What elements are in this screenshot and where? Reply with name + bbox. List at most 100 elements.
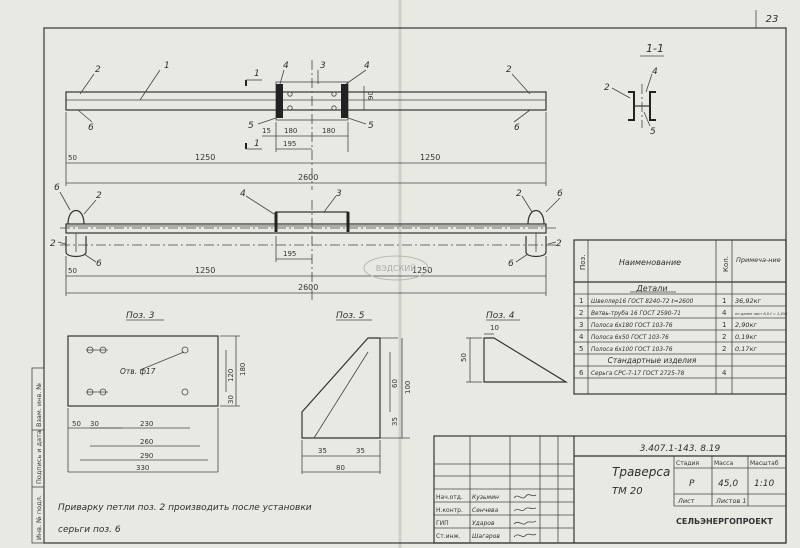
sheet-label: Лист xyxy=(677,497,695,505)
dim-330: 330 xyxy=(136,464,149,472)
side-stamp-signature: Подпись и дата xyxy=(35,430,43,484)
leader-line xyxy=(547,241,557,245)
spec-name: Полоса 6х50 ГОСТ 103-76 xyxy=(591,335,669,341)
spec-name: Серьга СРС-7-17 ГОСТ 2725-78 xyxy=(591,371,685,377)
mass-value: 45,0 xyxy=(718,479,738,489)
view-label-poz5: Поз. 5 xyxy=(336,311,365,321)
dim-35: 35 xyxy=(391,417,399,426)
callout-4: 4 xyxy=(240,189,246,199)
bolt-hole xyxy=(287,91,293,97)
spec-header-note: Примеча-ние xyxy=(736,256,781,264)
callout-2: 2 xyxy=(516,189,522,199)
drawing-subtitle: ТМ 20 xyxy=(612,486,643,497)
spec-qty: 4 xyxy=(722,309,727,317)
organization: СЕЛЬЭНЕРГОПРОЕКТ xyxy=(676,517,773,526)
callout-2: 2 xyxy=(506,65,512,75)
dim-120: 120 xyxy=(227,369,235,382)
spec-pos: 1 xyxy=(579,297,583,305)
signature xyxy=(513,520,537,525)
dim-1250: 1250 xyxy=(195,266,215,275)
callout-4: 4 xyxy=(652,67,658,77)
callout-6: 6 xyxy=(88,123,94,133)
spec-pos: 6 xyxy=(579,369,584,377)
spec-note: 0,17кг xyxy=(735,345,757,353)
gusset-poz5 xyxy=(301,337,381,439)
dim-80: 80 xyxy=(336,464,345,472)
leader-line xyxy=(511,73,531,95)
dim-60: 60 xyxy=(391,379,399,388)
person-name: Ударов xyxy=(472,520,495,527)
title-block: 3.407.1-143. 8.19 Нач.отд. Кузьмин Н.кон… xyxy=(433,435,787,544)
callout-3: 3 xyxy=(336,189,342,199)
spec-row: 2 Ветвь-труба 16 ГОСТ 2590-71 4 по длине… xyxy=(579,309,788,317)
dim-35: 35 xyxy=(356,447,365,455)
role-label: Нач.отд. xyxy=(436,494,463,501)
leader-line xyxy=(347,117,367,125)
spec-row: 1 Швеллер16 ГОСТ 8240-72 ℓ=2600 1 36,92к… xyxy=(579,297,762,305)
leader-line xyxy=(345,69,367,85)
dim-100: 100 xyxy=(404,381,412,394)
leader-line xyxy=(611,87,631,99)
dim-195: 195 xyxy=(283,140,296,148)
leader-line xyxy=(245,195,275,215)
dim-15: 15 xyxy=(262,127,271,135)
bolt-hole xyxy=(181,388,189,396)
bolt-hole xyxy=(331,91,337,97)
mass-header: Масса xyxy=(714,460,733,467)
person-name: Сенчева xyxy=(472,507,499,514)
hole-note: Отв. ф17 xyxy=(120,367,156,376)
leader-line xyxy=(59,191,71,211)
spec-note: 0,19кг xyxy=(735,333,757,341)
spec-row: 3 Полоса 6х180 ГОСТ 103-76 1 2,90кг xyxy=(579,321,757,329)
leader-line xyxy=(139,69,161,101)
watermark-text: ВЭДСКИЙ xyxy=(376,262,417,273)
dim-2600: 2600 xyxy=(298,283,318,292)
person-name: Шагаров xyxy=(472,533,500,540)
section-1-1-view: 1-1 2 4 5 xyxy=(604,42,664,137)
leader-line xyxy=(545,197,561,213)
dim-180: 180 xyxy=(239,363,247,376)
detail-poz5: Поз. 5 100 60 35 35 35 80 xyxy=(301,311,412,474)
side-stamp: Инв. № подл. Подпись и дата Взам. инв. № xyxy=(31,367,45,544)
detail-poz4: Поз. 4 10 50 xyxy=(460,311,569,383)
weld-note-line-2: серьги поз. 6 xyxy=(58,525,121,535)
detail-poz3: Поз. 3 Отв. ф17 50 30 230 260 290 330 18… xyxy=(67,311,247,473)
shackle-loop xyxy=(67,209,85,225)
spec-header-qty: Кол. xyxy=(722,256,730,272)
spec-qty: 1 xyxy=(722,321,726,329)
shackle-body xyxy=(525,236,547,258)
callout-4: 4 xyxy=(283,61,289,71)
spec-section-standard: Стандартные изделия xyxy=(608,356,697,365)
callout-2: 2 xyxy=(96,191,102,201)
spec-note: 36,92кг xyxy=(735,297,762,305)
shackle-right xyxy=(525,209,547,258)
page-number: 23 xyxy=(766,14,779,25)
role-label: ГИП xyxy=(436,520,449,527)
bolt-hole xyxy=(331,105,337,111)
spec-pos: 5 xyxy=(579,345,583,353)
spec-header-pos: Поз. xyxy=(579,255,587,271)
top-view: 1 1 1 2 2 3 4 4 5 5 6 6 50 1250 1250 260… xyxy=(65,60,547,190)
stage-header: Стадия xyxy=(676,460,699,467)
dim-180: 180 xyxy=(322,127,335,135)
gusset-poz4 xyxy=(483,337,569,383)
view-label-poz4: Поз. 4 xyxy=(486,311,515,321)
dim-290: 290 xyxy=(140,452,153,460)
spec-qty: 2 xyxy=(722,345,726,353)
bolt-hole xyxy=(181,346,189,354)
callout-6: 6 xyxy=(557,189,563,199)
signature xyxy=(513,533,537,538)
callout-6: 6 xyxy=(54,183,60,193)
leader-line xyxy=(521,195,533,213)
side-stamp-replace: Взам. инв. № xyxy=(35,383,43,427)
person-name: Кузьмин xyxy=(472,494,499,501)
callout-5: 5 xyxy=(368,121,374,131)
spec-pos: 2 xyxy=(579,309,583,317)
dim-90: 90 xyxy=(367,91,375,100)
callout-2: 2 xyxy=(604,83,610,93)
bolt-hole xyxy=(287,105,293,111)
leader-line xyxy=(79,73,95,95)
callout-6: 6 xyxy=(96,259,102,269)
spec-section-details: Детали xyxy=(635,284,667,293)
plate-pos4-right xyxy=(341,84,348,118)
